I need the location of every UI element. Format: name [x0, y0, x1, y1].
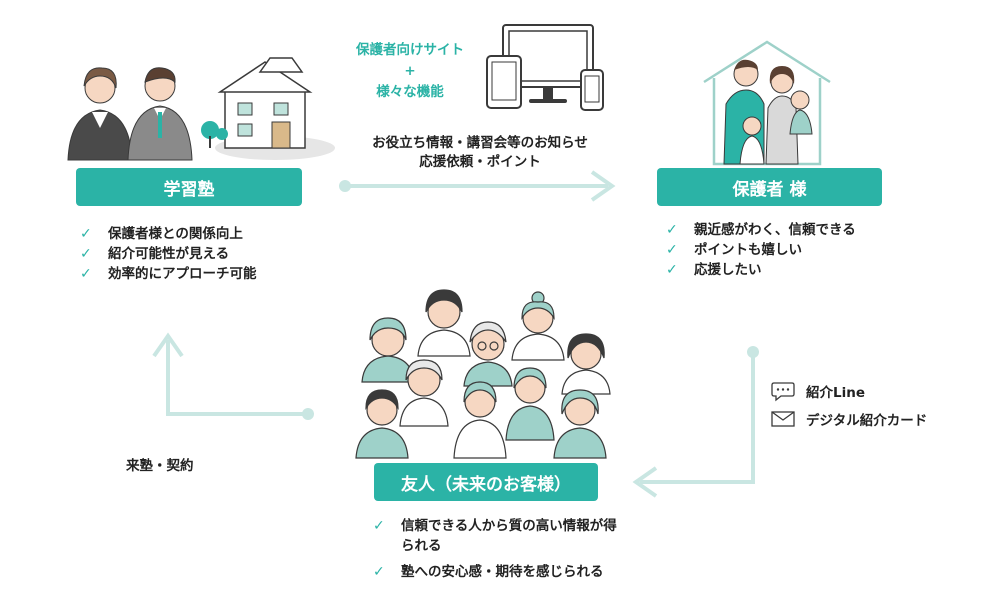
devices-illustration: [486, 24, 604, 111]
flow-right-label: 紹介Line デジタル紹介カード: [770, 378, 927, 434]
check-icon: ✓: [80, 266, 92, 282]
list-item: ✓応援したい: [666, 262, 762, 278]
check-icon: ✓: [666, 262, 678, 278]
flow-top-line2: 応援依頼・ポイント: [419, 154, 541, 170]
arrow-guardian-to-friend: [632, 346, 759, 498]
flow-right-item2: デジタル紹介カード: [806, 413, 928, 429]
list-item: ✓親近感がわく、信頼できる: [666, 222, 856, 238]
envelope-icon: [771, 411, 795, 427]
flow-top-label: お役立ち情報・講習会等のお知らせ 応援依頼・ポイント: [330, 134, 630, 172]
flow-left-label: 来塾・契約: [126, 458, 194, 474]
check-icon: ✓: [666, 242, 678, 258]
list-item: ✓効率的にアプローチ可能: [80, 266, 257, 282]
check-icon: ✓: [666, 222, 678, 238]
site-label-line3: 様々な機能: [376, 84, 444, 100]
flow-top-line1: お役立ち情報・講習会等のお知らせ: [372, 135, 588, 151]
friends-illustration: [355, 289, 611, 459]
list-item: ✓信頼できる人から質の高い情報が得られる: [373, 518, 617, 554]
site-label-line2: +: [404, 63, 416, 79]
list-item: ✓塾への安心感・期待を感じられる: [373, 564, 604, 580]
guardian-benefits: ✓親近感がわく、信頼できる ✓ポイントも嬉しい ✓応援したい: [664, 220, 904, 280]
family-illustration: [703, 40, 831, 166]
check-icon: ✓: [80, 246, 92, 262]
juku-illustration: [67, 57, 335, 161]
friend-benefits: ✓信頼できる人から質の高い情報が得られる ✓塾への安心感・期待を感じられる: [371, 516, 621, 582]
list-item: ✓保護者様との関係向上: [80, 226, 243, 242]
list-item: ✓紹介可能性が見える: [80, 246, 230, 262]
site-label: 保護者向けサイト + 様々な機能: [345, 40, 475, 103]
friend-label: 友人（未来のお客様）: [374, 463, 598, 501]
check-icon: ✓: [373, 518, 385, 534]
juku-benefits: ✓保護者様との関係向上 ✓紹介可能性が見える ✓効率的にアプローチ可能: [78, 224, 318, 284]
arrow-juku-to-guardian: [339, 170, 616, 202]
check-icon: ✓: [373, 564, 385, 580]
chat-bubble-icon: [771, 382, 795, 402]
arrow-friend-to-juku: [152, 332, 314, 420]
guardian-label: 保護者 様: [657, 168, 882, 206]
list-item: ✓ポイントも嬉しい: [666, 242, 802, 258]
check-icon: ✓: [80, 226, 92, 242]
flow-right-item1: 紹介Line: [806, 385, 865, 401]
juku-label: 学習塾: [76, 168, 302, 206]
site-label-line1: 保護者向けサイト: [356, 42, 464, 58]
